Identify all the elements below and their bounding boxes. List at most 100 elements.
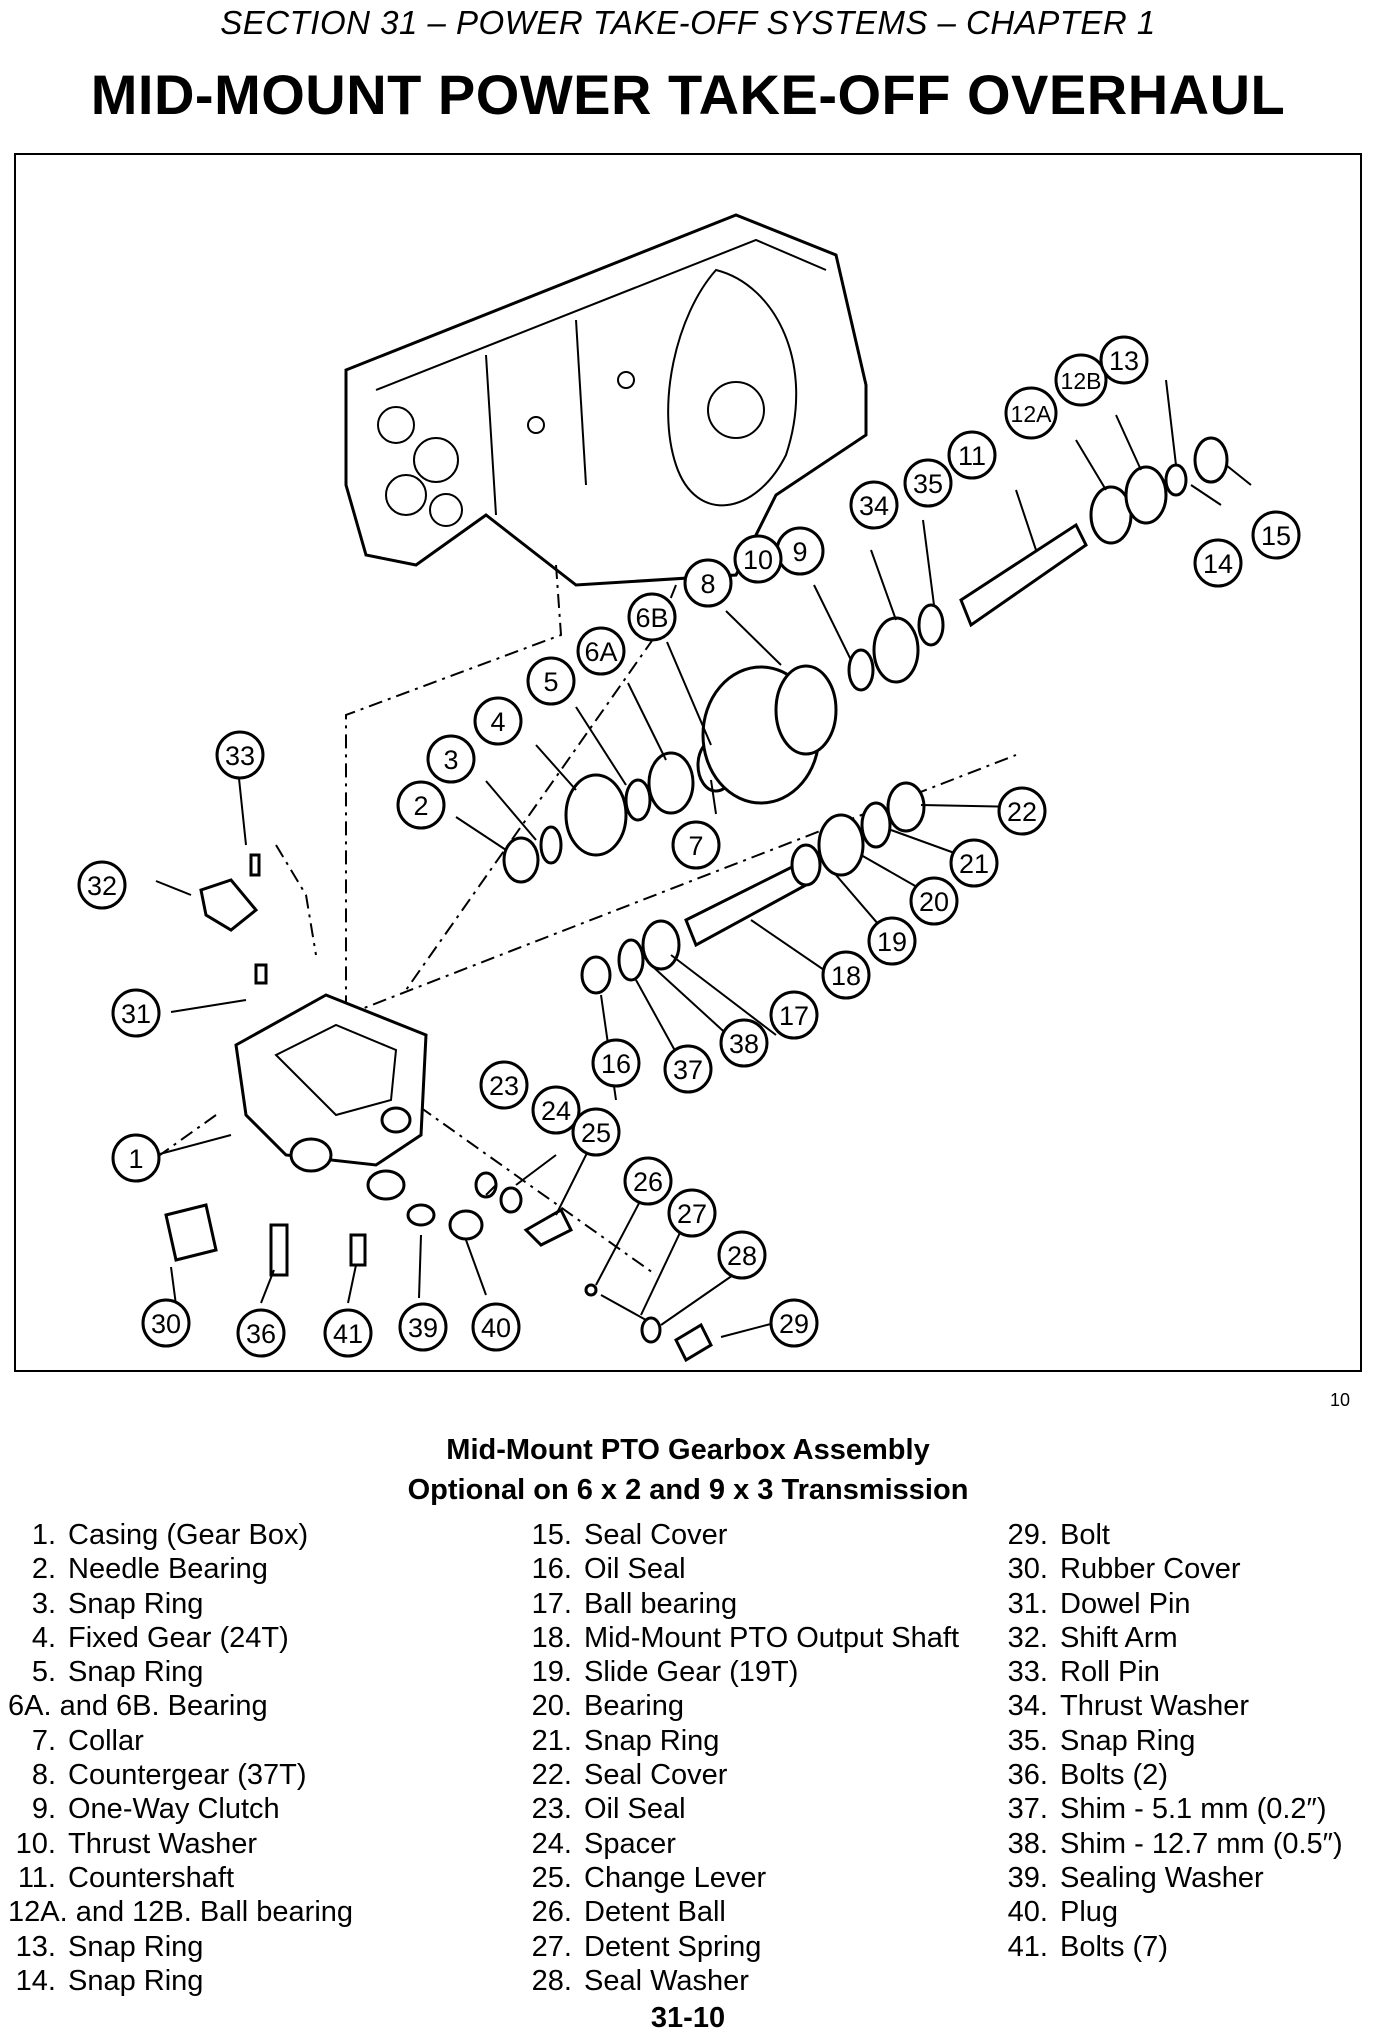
legend-item-number: 37. bbox=[1007, 1793, 1048, 1826]
svg-text:21: 21 bbox=[959, 849, 989, 879]
svg-text:41: 41 bbox=[333, 1319, 363, 1349]
svg-text:24: 24 bbox=[541, 1096, 571, 1126]
svg-text:6B: 6B bbox=[635, 603, 668, 633]
legend-item: 17.Ball bearing bbox=[520, 1587, 959, 1621]
legend-item-label: Snap Ring bbox=[68, 1587, 204, 1620]
callout-25: 25 bbox=[571, 1107, 621, 1157]
legend-item: 30.Rubber Cover bbox=[990, 1552, 1343, 1586]
legend-item-label: Rubber Cover bbox=[1060, 1553, 1241, 1586]
legend-item: 12A. and 12B. Ball bearing bbox=[8, 1895, 353, 1929]
callout-37: 37 bbox=[663, 1044, 713, 1094]
callout-40: 40 bbox=[471, 1302, 521, 1352]
callout-33: 33 bbox=[215, 730, 265, 780]
transmission-housing bbox=[344, 213, 868, 587]
svg-text:1: 1 bbox=[128, 1144, 143, 1174]
legend-item: 25.Change Lever bbox=[520, 1861, 959, 1895]
legend-item-number: 16. bbox=[531, 1553, 572, 1586]
legend-item-number: 10. bbox=[15, 1827, 56, 1860]
legend-item: 41.Bolts (7) bbox=[990, 1930, 1343, 1964]
legend-item: 27.Detent Spring bbox=[520, 1930, 959, 1964]
legend-item-number: 27. bbox=[531, 1930, 572, 1963]
callout-39: 39 bbox=[398, 1302, 448, 1352]
legend-item-number: 7. bbox=[31, 1724, 56, 1757]
legend-item: 33.Roll Pin bbox=[990, 1655, 1343, 1689]
page-title: MID-MOUNT POWER TAKE-OFF OVERHAUL bbox=[90, 63, 1286, 126]
svg-text:35: 35 bbox=[913, 469, 943, 499]
svg-text:38: 38 bbox=[729, 1029, 759, 1059]
legend-item: 18.Mid-Mount PTO Output Shaft bbox=[520, 1621, 959, 1655]
legend-item-label: Fixed Gear (24T) bbox=[68, 1621, 289, 1654]
callout-31: 31 bbox=[111, 988, 161, 1038]
legend-item-number: 21. bbox=[531, 1724, 572, 1757]
legend-item-label: Bolts (7) bbox=[1060, 1930, 1168, 1963]
callout-20: 20 bbox=[909, 876, 959, 926]
callout-9: 9 bbox=[775, 526, 825, 576]
legend-item-label: Plug bbox=[1060, 1896, 1119, 1929]
legend-item: 31.Dowel Pin bbox=[990, 1587, 1343, 1621]
svg-text:16: 16 bbox=[601, 1049, 631, 1079]
assembly-line bbox=[345, 754, 1017, 1016]
legend-item: 37. Shim - 5.1 mm (0.2″) bbox=[990, 1792, 1343, 1826]
legend-item: 8.Countergear (37T) bbox=[8, 1758, 353, 1792]
legend-item: 15.Seal Cover bbox=[520, 1518, 959, 1552]
svg-text:22: 22 bbox=[1007, 797, 1037, 827]
legend-item: 19.Slide Gear (19T) bbox=[520, 1655, 959, 1689]
legend-item-label: Snap Ring bbox=[68, 1964, 204, 1997]
callout-8: 8 bbox=[683, 558, 733, 608]
legend-item-label: Thrust Washer bbox=[1060, 1690, 1250, 1723]
callout-18: 18 bbox=[821, 950, 871, 1000]
svg-text:19: 19 bbox=[877, 927, 907, 957]
legend-item-number: 25. bbox=[531, 1861, 572, 1894]
legend-item-label: Shim - 12.7 mm (0.5″) bbox=[1060, 1827, 1343, 1860]
legend-item-label: Snap Ring bbox=[68, 1930, 204, 1963]
legend-item: 22.Seal Cover bbox=[520, 1758, 959, 1792]
callout-27: 27 bbox=[667, 1188, 717, 1238]
section-header: SECTION 31 – POWER TAKE-OFF SYSTEMS – CH… bbox=[220, 4, 1156, 41]
legend-item-label: Seal Cover bbox=[584, 1519, 728, 1551]
svg-text:13: 13 bbox=[1109, 346, 1139, 376]
callout-38: 38 bbox=[719, 1018, 769, 1068]
callout-13: 13 bbox=[1099, 335, 1149, 385]
legend-item: 28.Seal Washer bbox=[520, 1964, 959, 1998]
gearbox-casing bbox=[234, 993, 428, 1201]
svg-text:30: 30 bbox=[151, 1309, 181, 1339]
svg-text:9: 9 bbox=[792, 537, 807, 567]
callout-19: 19 bbox=[867, 916, 917, 966]
legend-item: 29.Bolt bbox=[990, 1518, 1343, 1552]
legend-item: 26.Detent Ball bbox=[520, 1895, 959, 1929]
legend-item: 3. Snap Ring bbox=[8, 1587, 353, 1621]
callout-12b: 12B bbox=[1054, 353, 1108, 407]
callout-17: 17 bbox=[769, 990, 819, 1040]
svg-text:6A: 6A bbox=[584, 637, 617, 667]
legend-item-number: 24. bbox=[531, 1827, 572, 1860]
svg-text:12B: 12B bbox=[1061, 368, 1102, 394]
legend-item: 6A. and 6B. Bearing bbox=[8, 1689, 353, 1723]
legend-item-label: Shim - 5.1 mm (0.2″) bbox=[1060, 1793, 1327, 1826]
legend-item-number: 40. bbox=[1007, 1896, 1048, 1929]
legend-item: 5.Snap Ring bbox=[8, 1655, 353, 1689]
callout-36: 36 bbox=[236, 1308, 286, 1358]
legend-item-label: Detent Ball bbox=[584, 1896, 726, 1929]
callout-6a: 6A bbox=[576, 626, 626, 676]
svg-text:10: 10 bbox=[743, 545, 773, 575]
legend-item-label: 12A. and 12B. Ball bearing bbox=[8, 1896, 354, 1929]
svg-text:2: 2 bbox=[413, 791, 428, 821]
legend-item-label: Bolts (2) bbox=[1060, 1759, 1168, 1792]
legend-item-number: 9. bbox=[31, 1793, 56, 1826]
callout-4: 4 bbox=[473, 696, 523, 746]
legend-item-number: 3. bbox=[31, 1587, 56, 1620]
page-number: 31-10 bbox=[650, 2002, 726, 2034]
callout-11: 11 bbox=[947, 430, 997, 480]
svg-text:7: 7 bbox=[688, 831, 703, 861]
svg-text:20: 20 bbox=[919, 887, 949, 917]
legend-item: 1.Casing (Gear Box) bbox=[8, 1518, 353, 1552]
legend-item: 39.Sealing Washer bbox=[990, 1861, 1343, 1895]
legend-item-number: 14. bbox=[15, 1964, 56, 1997]
assembly-line bbox=[275, 844, 317, 956]
legend-item-label: Roll Pin bbox=[1060, 1656, 1160, 1689]
callout-7: 7 bbox=[671, 820, 721, 870]
legend-item-number: 38. bbox=[1007, 1827, 1048, 1860]
